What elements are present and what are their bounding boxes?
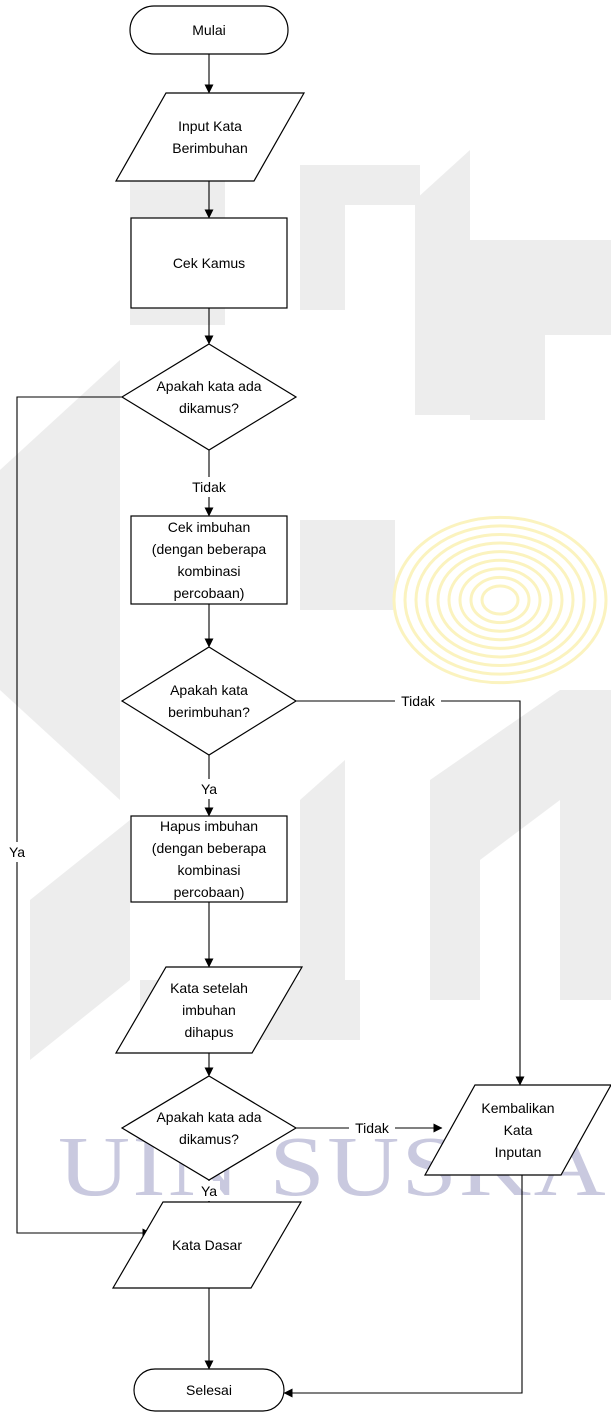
edge-label: Tidak: [401, 693, 436, 709]
flowchart-shape-parallelogram: [423, 1084, 611, 1176]
edge-label-background: [395, 691, 441, 711]
flowchart-shape-parallelogram: [114, 966, 304, 1054]
flowchart-node-cek-kamus: Cek Kamus: [130, 217, 288, 309]
edge-label-background: [6, 842, 28, 862]
flowchart-shape-terminator: [129, 5, 289, 55]
edge-label-background: [349, 1118, 395, 1138]
flowchart-node-d1: Apakah kata ada dikamus?: [120, 343, 298, 451]
edge-label: Ya: [9, 844, 25, 860]
watermark-logo-shape: [0, 150, 611, 1060]
node-label: dikamus?: [179, 400, 239, 416]
flowchart-node-d3: Apakah kata ada dikamus?: [120, 1075, 298, 1181]
node-label: dikamus?: [179, 1131, 239, 1147]
watermark-emblem-ring: [392, 515, 608, 685]
node-label: Input Kata: [178, 118, 242, 134]
node-label: Apakah kata ada: [156, 378, 261, 394]
node-label: kombinasi: [177, 862, 240, 878]
node-label: Kata setelah: [170, 980, 248, 996]
edge-label: Ya: [201, 1183, 217, 1199]
node-label: Kembalikan: [481, 1100, 554, 1116]
watermark-emblem-ring: [447, 558, 553, 642]
node-label: Cek Kamus: [173, 255, 245, 271]
flowchart-node-d2: Apakah kata berimbuhan?: [120, 646, 298, 756]
flowchart-node-cek-imbuhan: Cek imbuhan (dengan beberapa kombinasi perc…: [130, 515, 288, 605]
edge-label-background: [186, 477, 232, 497]
node-label: imbuhan: [182, 1002, 236, 1018]
watermark-emblem-ring: [403, 524, 597, 676]
flowchart-shape-rect: [130, 815, 288, 903]
flowchart-shape-diamond: [120, 343, 298, 451]
flowchart-edge-d2-to-kembali: [296, 700, 525, 1086]
flowchart-node-setelah: Kata setelah imbuhan dihapus: [114, 966, 304, 1054]
node-label: Apakah kata: [170, 682, 248, 698]
node-label: berimbuhan?: [168, 704, 250, 720]
flowchart-shape-parallelogram: [114, 92, 306, 182]
watermark-emblem-ring: [469, 575, 531, 625]
watermark-emblem-ring: [480, 584, 520, 616]
node-label: (dengan beberapa: [152, 541, 267, 557]
node-label: percobaan): [174, 884, 245, 900]
flowchart-edge-d1-to-dasar: [16, 396, 152, 1238]
node-label: Apakah kata ada: [156, 1109, 261, 1125]
node-label: Berimbuhan: [172, 140, 248, 156]
node-label: Selesai: [186, 1382, 232, 1398]
flowchart-edge-kembali-to-end: [283, 1175, 523, 1398]
edge-label: Tidak: [355, 1120, 390, 1136]
flowchart-shape-parallelogram: [111, 1201, 303, 1289]
node-label: kombinasi: [177, 563, 240, 579]
flowchart-node-dasar: Kata Dasar: [111, 1201, 303, 1289]
node-label: (dengan beberapa: [152, 840, 267, 856]
node-label: Cek imbuhan: [168, 519, 251, 535]
flowchart-shape-terminator: [133, 1368, 285, 1412]
edge-label: Ya: [201, 781, 217, 797]
watermark-emblem-ring: [436, 550, 564, 650]
flowchart-node-end: Selesai: [133, 1368, 285, 1412]
watermark-emblem: [392, 515, 608, 685]
node-label: percobaan): [174, 585, 245, 601]
node-label: Mulai: [192, 22, 225, 38]
node-label: dihapus: [184, 1024, 233, 1040]
node-label: Kata: [504, 1122, 533, 1138]
node-label: Hapus imbuhan: [160, 818, 258, 834]
watermark-emblem-ring: [414, 532, 586, 668]
node-label: Kata Dasar: [172, 1237, 242, 1253]
node-label: Inputan: [495, 1144, 542, 1160]
watermark: UIN SUSKA: [0, 150, 611, 1214]
flowchart-node-start: Mulai: [129, 5, 289, 55]
edge-label: Tidak: [192, 479, 227, 495]
flowchart-shape-diamond: [120, 646, 298, 756]
edge-label-background: [198, 1181, 220, 1201]
edge-label-background: [198, 779, 220, 799]
flowchart-shape-rect: [130, 217, 288, 309]
watermark-emblem-ring: [425, 541, 575, 659]
flowchart-shape-rect: [130, 515, 288, 605]
flowchart-node-hapus: Hapus imbuhan (dengan beberapa kombinasi pe…: [130, 815, 288, 903]
watermark-emblem-ring: [458, 567, 542, 633]
flowchart-shape-diamond: [120, 1075, 298, 1181]
